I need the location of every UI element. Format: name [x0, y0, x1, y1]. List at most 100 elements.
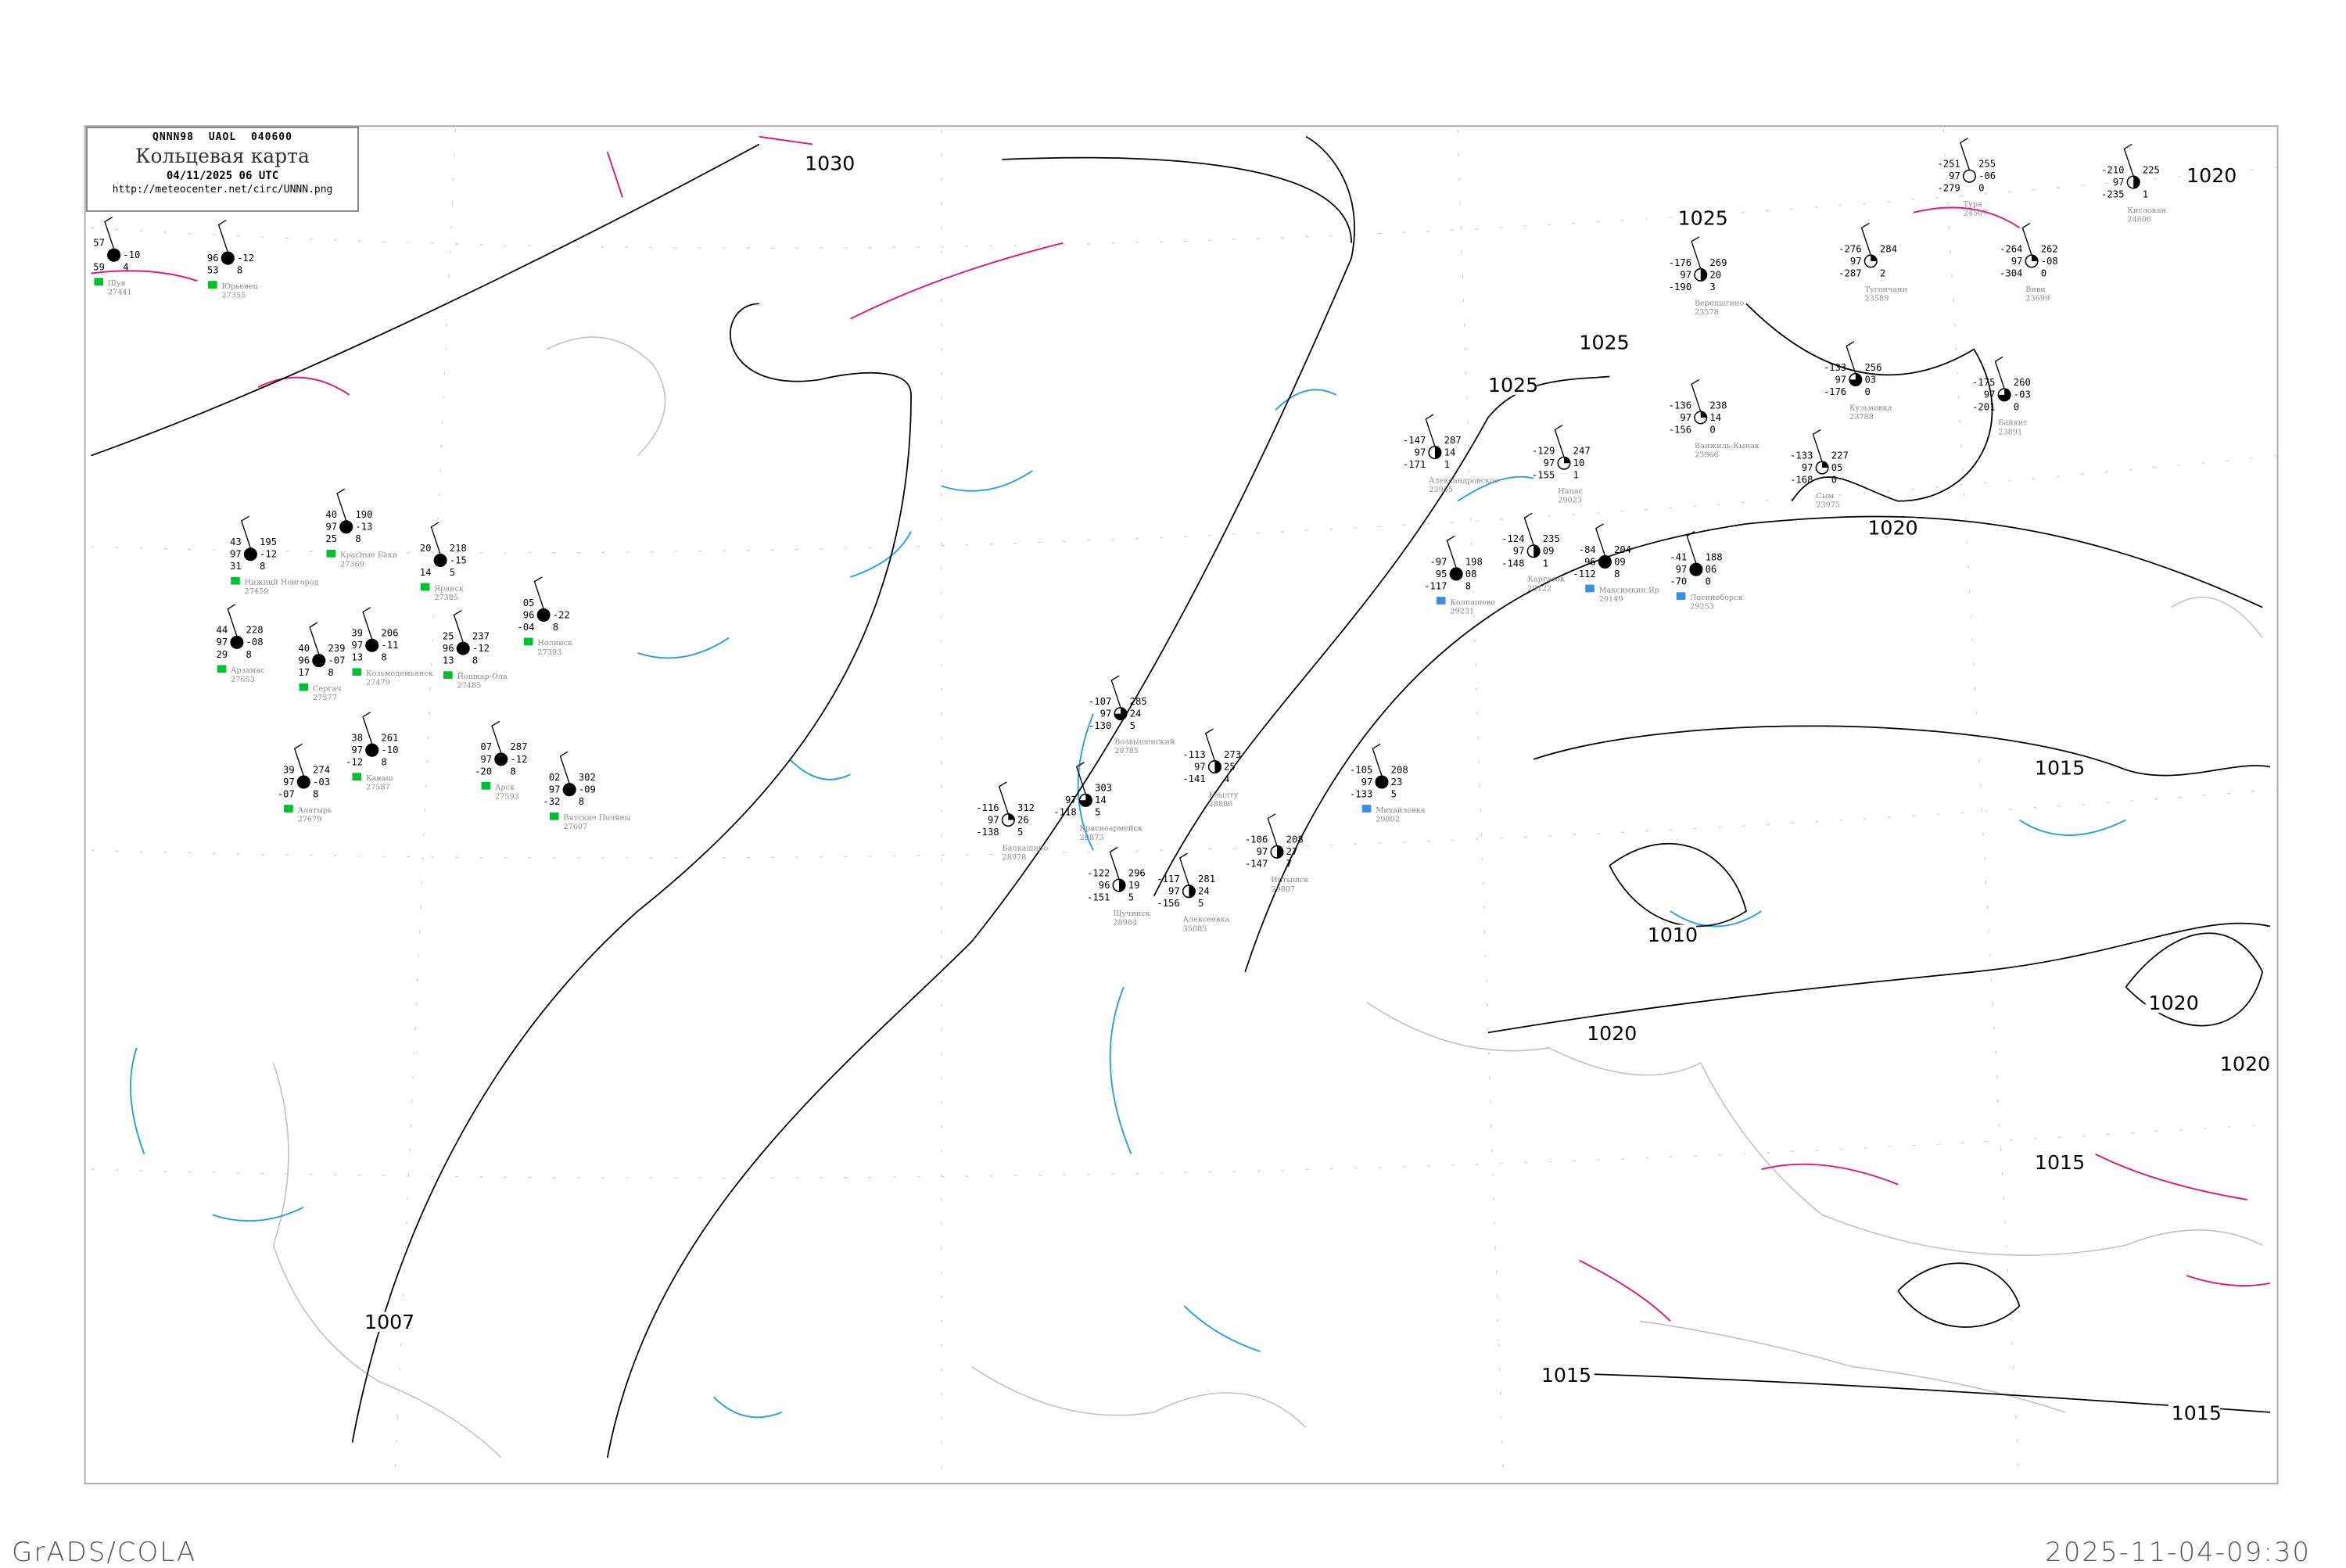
station-pressure-tendency: 23 [1391, 777, 1403, 788]
wind-barb-icon [336, 488, 347, 522]
station-dewpoint: -12 [346, 757, 363, 768]
station-visibility: 97 [1168, 886, 1180, 897]
station-cloud-base: 8 [313, 788, 318, 799]
station-name: Козьмодемьянск [366, 669, 433, 678]
station-pressure: 206 [381, 628, 398, 639]
station-cloud-base: 5 [1198, 898, 1203, 909]
station-pressure: 228 [246, 625, 264, 636]
wind-barb-icon [1267, 813, 1278, 846]
station-name: Сергач [313, 684, 342, 693]
station-name: Балкашино [1003, 844, 1049, 852]
station-id: 27607 [563, 823, 587, 831]
station-dewpoint: -138 [976, 827, 999, 838]
station-cloud-base: 0 [1978, 183, 1984, 194]
station-pressure: 287 [510, 741, 527, 752]
station-visibility: 97 [2113, 177, 2125, 188]
station-visibility: 97 [480, 754, 492, 765]
station-pressure-tendency: -12 [237, 253, 254, 264]
station-dewpoint: -118 [1053, 807, 1076, 818]
station-cloud-base: 1 [1444, 459, 1450, 470]
station-temperature: -210 [2101, 164, 2124, 175]
station-pressure: 225 [2143, 164, 2160, 175]
station-visibility: 97 [1680, 269, 1691, 280]
station-name: Виви [2025, 285, 2046, 294]
station-cloud-base: 8 [381, 652, 386, 663]
wind-barb-icon [1372, 743, 1383, 777]
rivers [130, 389, 2126, 1419]
station-visibility: 97 [1100, 709, 1112, 719]
station-pressure-tendency: -03 [2014, 389, 2031, 400]
station-dewpoint: 25 [325, 533, 337, 544]
station-pressure-tendency: 26 [1017, 814, 1029, 825]
cloud-cover-icon [1962, 169, 1976, 183]
precip-marker [231, 576, 240, 585]
station-pressure: 198 [1465, 556, 1483, 567]
station-name: Напас [1558, 487, 1583, 496]
station-visibility: 97 [1676, 564, 1688, 575]
station-id: 29149 [1599, 595, 1623, 604]
wind-barb-icon [1846, 341, 1856, 374]
station-pressure-tendency: 27 [1286, 846, 1298, 857]
precip-marker [481, 782, 491, 790]
station-name: Арск [495, 784, 515, 792]
source-url[interactable]: http://meteocenter.net/circ/UNNN.png [112, 184, 333, 196]
station-dewpoint: 13 [351, 652, 363, 663]
wind-barb-icon [362, 607, 373, 640]
station-dewpoint: -156 [1157, 898, 1179, 909]
station-visibility: 97 [1949, 170, 1960, 181]
precip-marker [94, 278, 104, 286]
station-dewpoint: 13 [443, 655, 454, 666]
station-cloud-base: 8 [1465, 580, 1471, 591]
isobar-label: 1010 [1648, 924, 1698, 946]
wind-barb-icon [1109, 846, 1120, 880]
isobar-label: 1020 [2149, 992, 2199, 1014]
station-name: Нолинск [537, 639, 572, 648]
station-name: Каргасок [1527, 576, 1565, 584]
station-cloud-base: 8 [328, 667, 333, 678]
wind-barb-icon [1812, 429, 1823, 462]
station-name: Нижний Новгород [245, 579, 319, 587]
station-pressure-tendency: 14 [1444, 447, 1456, 458]
station-pressure-tendency: -08 [2041, 256, 2058, 267]
station-id: 28785 [1114, 747, 1139, 755]
station-pressure-tendency: 25 [1224, 761, 1236, 772]
